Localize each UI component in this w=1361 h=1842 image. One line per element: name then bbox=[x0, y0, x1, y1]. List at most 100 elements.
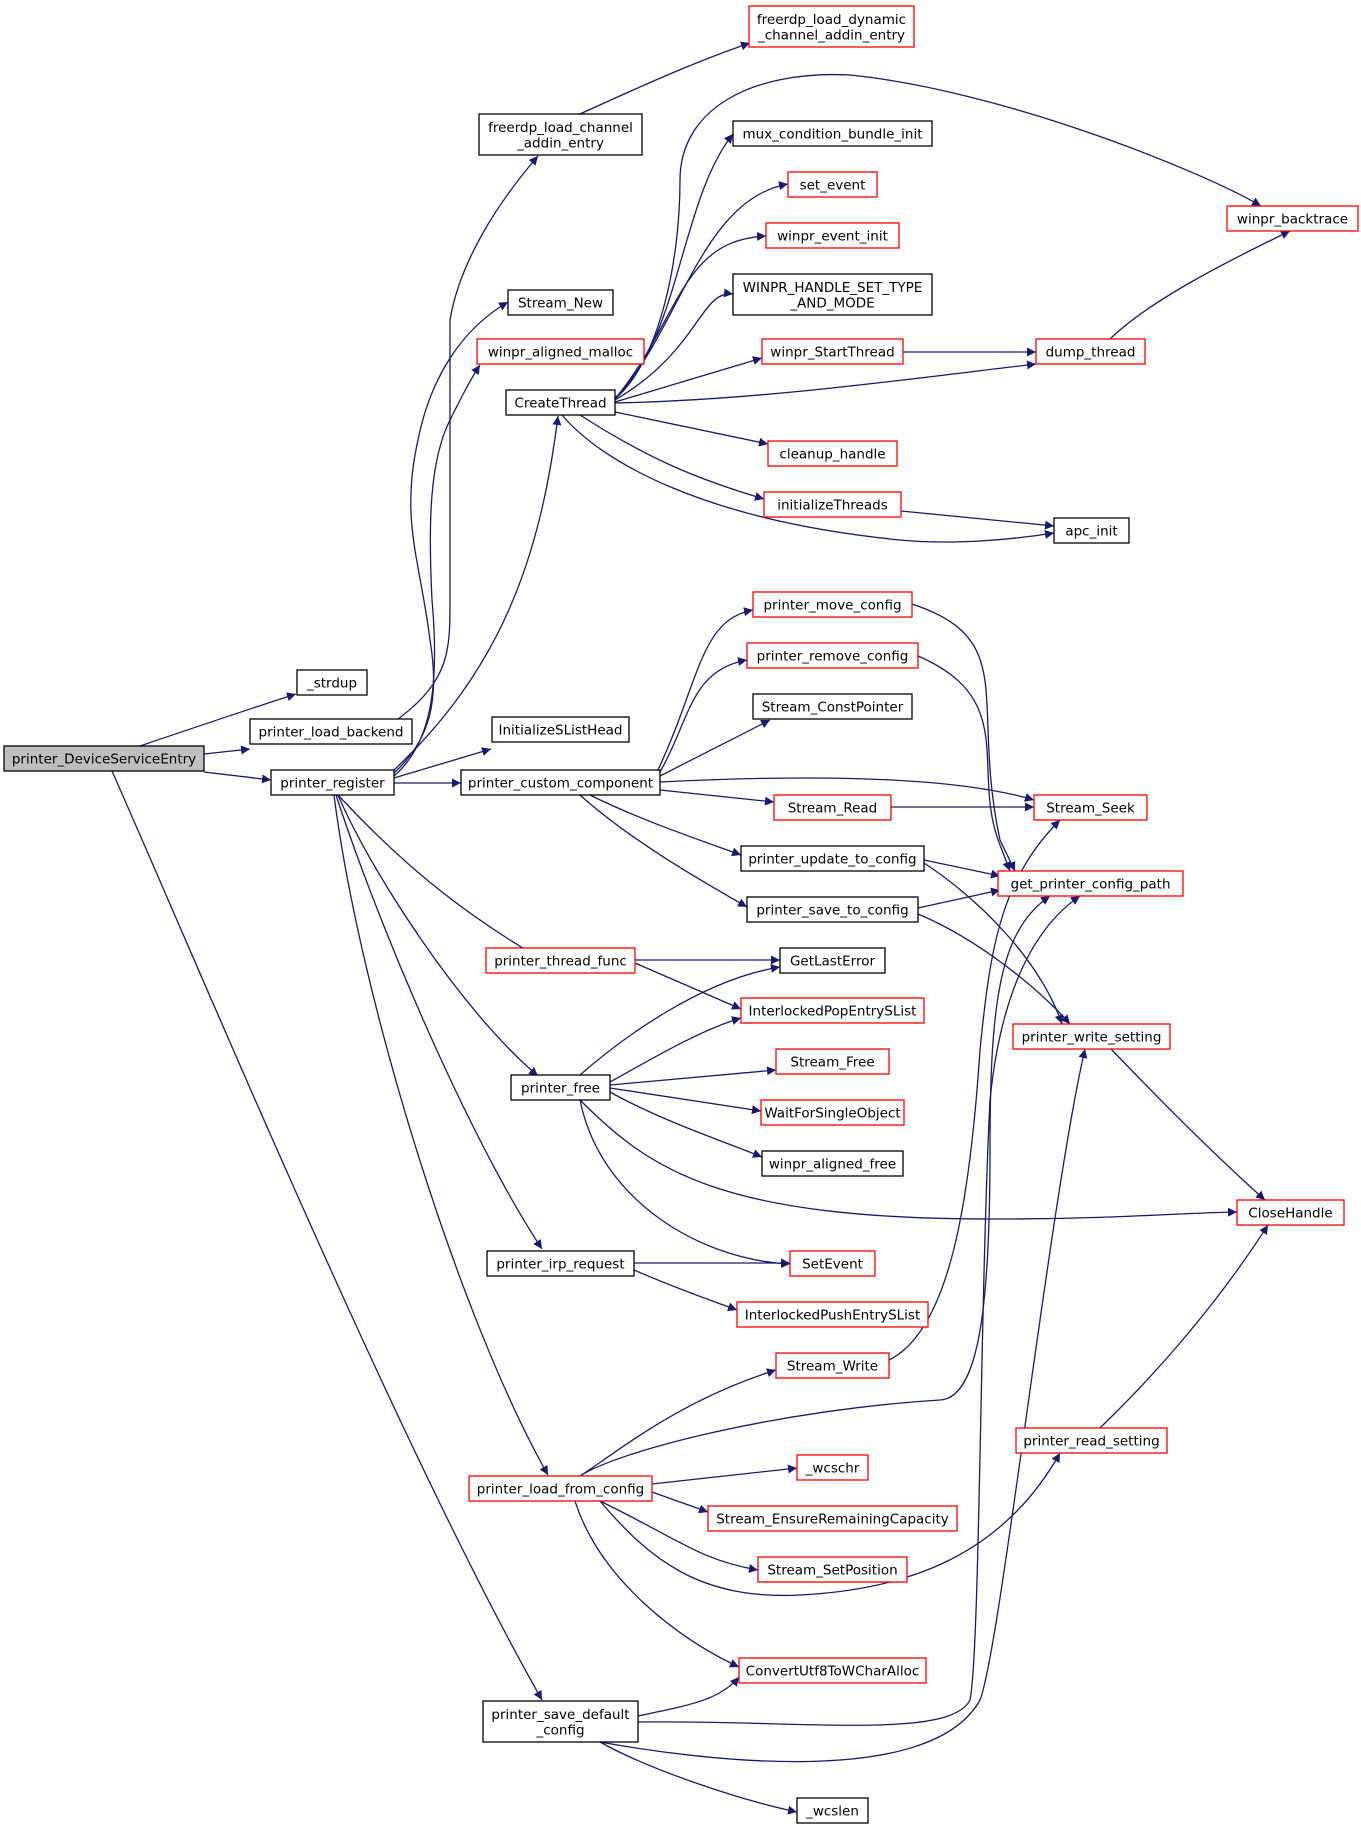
node-label: cleanup_handle bbox=[779, 447, 885, 463]
node-label: apc_init bbox=[1065, 524, 1117, 540]
node-strdup[interactable]: _strdup bbox=[296, 669, 368, 696]
call-edge-line bbox=[614, 231, 767, 400]
node-irp-request[interactable]: printer_irp_request bbox=[486, 1250, 635, 1277]
node-root[interactable]: printer_DeviceServiceEntry bbox=[3, 745, 205, 772]
node-move-config[interactable]: printer_move_config bbox=[752, 591, 913, 618]
node-push-slist[interactable]: InterlockedPushEntrySList bbox=[736, 1301, 929, 1328]
node-dump-thread[interactable]: dump_thread bbox=[1035, 338, 1146, 365]
node-custom-component[interactable]: printer_custom_component bbox=[460, 769, 661, 796]
call-edge bbox=[609, 1087, 762, 1115]
call-edge-line bbox=[900, 510, 1055, 530]
node-remove-config[interactable]: printer_remove_config bbox=[746, 642, 919, 669]
call-edge-line bbox=[637, 895, 1081, 1726]
node-box bbox=[296, 669, 368, 696]
node-box bbox=[748, 5, 915, 48]
node-wait-single[interactable]: WaitForSingleObject bbox=[760, 1099, 905, 1126]
call-edge-line bbox=[917, 655, 1011, 872]
node-get-last-error[interactable]: GetLastError bbox=[779, 947, 886, 974]
node-label: Stream_New bbox=[518, 296, 603, 312]
call-edge-line bbox=[579, 1368, 777, 1477]
node-stream-read[interactable]: Stream_Read bbox=[773, 794, 892, 821]
call-edge-line bbox=[1099, 1224, 1269, 1429]
node-label: printer_write_setting bbox=[1022, 1030, 1162, 1046]
node-create-thread[interactable]: CreateThread bbox=[505, 389, 616, 416]
node-box bbox=[757, 1556, 908, 1583]
node-cleanup-handle[interactable]: cleanup_handle bbox=[767, 440, 898, 467]
node-pop-slist[interactable]: InterlockedPopEntrySList bbox=[740, 997, 925, 1024]
call-edge-line bbox=[609, 1091, 763, 1158]
call-edge-line bbox=[923, 859, 1001, 879]
node-set-position[interactable]: Stream_SetPosition bbox=[757, 1556, 908, 1583]
node-close-handle[interactable]: CloseHandle bbox=[1236, 1199, 1345, 1226]
node-handle-set-type[interactable]: WINPR_HANDLE_SET_TYPE_AND_MODE bbox=[732, 273, 933, 316]
node-label: WaitForSingleObject bbox=[764, 1106, 900, 1122]
node-backtrace[interactable]: winpr_backtrace bbox=[1226, 205, 1359, 232]
call-edges bbox=[111, 41, 1291, 1815]
node-box bbox=[761, 338, 904, 365]
node-init-threads[interactable]: initializeThreads bbox=[763, 491, 902, 518]
node-winpr-event-init[interactable]: winpr_event_init bbox=[765, 222, 900, 249]
node-label: InterlockedPopEntrySList bbox=[749, 1004, 917, 1020]
node-box bbox=[732, 273, 933, 316]
call-edge-line bbox=[579, 1099, 1238, 1220]
call-edge bbox=[579, 1368, 777, 1477]
node-label: printer_custom_component bbox=[468, 776, 653, 792]
node-thread-func[interactable]: printer_thread_func bbox=[485, 947, 636, 974]
node-label: printer_thread_func bbox=[494, 954, 627, 970]
node-stream-write[interactable]: Stream_Write bbox=[775, 1352, 890, 1379]
node-label: winpr_backtrace bbox=[1237, 212, 1348, 228]
node-aligned-malloc[interactable]: winpr_aligned_malloc bbox=[476, 338, 645, 365]
node-stream-free[interactable]: Stream_Free bbox=[775, 1048, 890, 1075]
node-get-config-path[interactable]: get_printer_config_path bbox=[997, 870, 1184, 897]
node-update-to-config[interactable]: printer_update_to_config bbox=[740, 845, 925, 872]
node-start-thread[interactable]: winpr_StartThread bbox=[761, 338, 904, 365]
node-read-setting[interactable]: printer_read_setting bbox=[1015, 1427, 1168, 1454]
node-set-event[interactable]: SetEvent bbox=[789, 1250, 876, 1277]
node-load-channel[interactable]: freerdp_load_channel_addin_entry bbox=[478, 113, 643, 156]
node-wcschr[interactable]: _wcschr bbox=[796, 1454, 869, 1481]
node-stream-seek[interactable]: Stream_Seek bbox=[1033, 794, 1148, 821]
call-edge-line bbox=[579, 41, 751, 115]
node-box bbox=[775, 1352, 890, 1379]
node-apc-init[interactable]: apc_init bbox=[1053, 517, 1130, 544]
node-save-default[interactable]: printer_save_default_config bbox=[482, 1700, 639, 1743]
node-box bbox=[460, 769, 661, 796]
node-stream-new[interactable]: Stream_New bbox=[507, 289, 614, 316]
call-edge-line bbox=[599, 1048, 1088, 1763]
node-const-pointer[interactable]: Stream_ConstPointer bbox=[752, 693, 913, 720]
node-load-backend[interactable]: printer_load_backend bbox=[249, 718, 413, 745]
node-ensure-capacity[interactable]: Stream_EnsureRemainingCapacity bbox=[707, 1505, 958, 1532]
node-write-setting[interactable]: printer_write_setting bbox=[1012, 1023, 1171, 1050]
call-edge bbox=[337, 794, 539, 1077]
node-register[interactable]: printer_register bbox=[270, 769, 395, 796]
node-wcslen[interactable]: _wcslen bbox=[796, 1797, 869, 1824]
node-box bbox=[1015, 1427, 1168, 1454]
node-box bbox=[485, 947, 636, 974]
node-box bbox=[746, 642, 919, 669]
node-save-to-config[interactable]: printer_save_to_config bbox=[746, 896, 919, 923]
call-edge bbox=[561, 414, 1055, 543]
node-load-dynamic[interactable]: freerdp_load_dynamic_channel_addin_entry bbox=[748, 5, 915, 48]
node-set-event-lc[interactable]: set_event bbox=[787, 171, 878, 198]
node-printer-free[interactable]: printer_free bbox=[510, 1074, 611, 1101]
node-load-from-config[interactable]: printer_load_from_config bbox=[468, 1475, 653, 1502]
call-edge-line bbox=[579, 794, 748, 908]
node-label: printer_save_to_config bbox=[756, 903, 908, 919]
node-init-slist[interactable]: InitializeSListHead bbox=[491, 716, 630, 743]
call-edge-line bbox=[614, 73, 1262, 400]
node-box bbox=[765, 222, 900, 249]
node-box bbox=[732, 120, 933, 147]
call-edge-line bbox=[599, 1452, 1061, 1597]
call-edge-line bbox=[599, 1500, 759, 1573]
node-mux-init[interactable]: mux_condition_bundle_init bbox=[732, 120, 933, 147]
node-label: printer_DeviceServiceEntry bbox=[12, 752, 196, 768]
call-edge-line bbox=[917, 913, 1071, 1025]
call-edge bbox=[579, 41, 751, 115]
call-edge-line bbox=[335, 794, 543, 1250]
call-edge bbox=[659, 777, 1035, 802]
node-convert-utf8[interactable]: ConvertUtf8ToWCharAlloc bbox=[738, 1657, 927, 1684]
node-label: Stream_Seek bbox=[1046, 801, 1135, 817]
node-box bbox=[478, 113, 643, 156]
node-aligned-free[interactable]: winpr_aligned_free bbox=[761, 1150, 904, 1177]
